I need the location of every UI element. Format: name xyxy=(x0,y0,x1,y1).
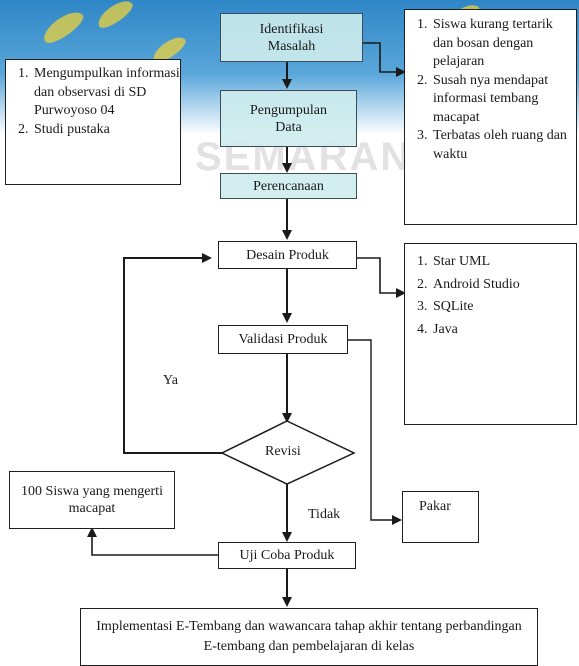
arrow-validasi-to-pakar xyxy=(348,339,402,525)
node-perencanaan: Perencanaan xyxy=(220,173,357,199)
arrow-ujicoba-to-siswa xyxy=(87,527,220,556)
list-item: Terbatas oleh ruang dan waktu xyxy=(431,127,576,164)
list-item: Mengumpulkan informasi dan observasi di … xyxy=(32,65,180,121)
node-pakar: Pakar xyxy=(402,491,479,543)
node-revisi-label: Revisi xyxy=(265,444,301,459)
list-pengumpulan-data: Mengumpulkan informasi dan observasi di … xyxy=(5,59,181,185)
list-item: Siswa kurang tertarik dan bosan dengan p… xyxy=(431,16,576,72)
masalah-list: Siswa kurang tertarik dan bosan dengan p… xyxy=(405,16,576,164)
node-desain-produk: Desain Produk xyxy=(218,241,357,269)
node-pengumpulan-data: Pengumpulan Data xyxy=(220,90,357,147)
list-masalah: Siswa kurang tertarik dan bosan dengan p… xyxy=(404,9,577,225)
node-siswa-100: 100 Siswa yang mengerti macapat xyxy=(9,471,175,529)
list-tools: Star UML Android Studio SQLite Java xyxy=(404,243,577,425)
tools-list: Star UML Android Studio SQLite Java xyxy=(405,251,576,341)
pengumpulan-list: Mengumpulkan informasi dan observasi di … xyxy=(6,65,180,139)
list-item: SQLite xyxy=(431,296,576,319)
list-item: Java xyxy=(431,319,576,342)
node-identifikasi-masalah: Identifikasi Masalah xyxy=(220,13,363,62)
node-validasi-produk: Validasi Produk xyxy=(218,325,348,354)
node-implementasi: Implementasi E-Tembang dan wawancara tah… xyxy=(80,608,538,666)
list-item: Studi pustaka xyxy=(32,121,180,140)
arrow-desain-to-tools xyxy=(357,257,406,298)
list-item: Android Studio xyxy=(431,274,576,297)
list-item: Star UML xyxy=(431,251,576,274)
node-uji-coba-produk: Uji Coba Produk xyxy=(218,542,356,569)
arrow-revisi-ya-loop xyxy=(123,253,222,454)
list-item: Susah nya mendapat informasi tembang mac… xyxy=(431,72,576,128)
edge-label-tidak: Tidak xyxy=(308,507,341,522)
edge-label-ya: Ya xyxy=(163,373,178,388)
